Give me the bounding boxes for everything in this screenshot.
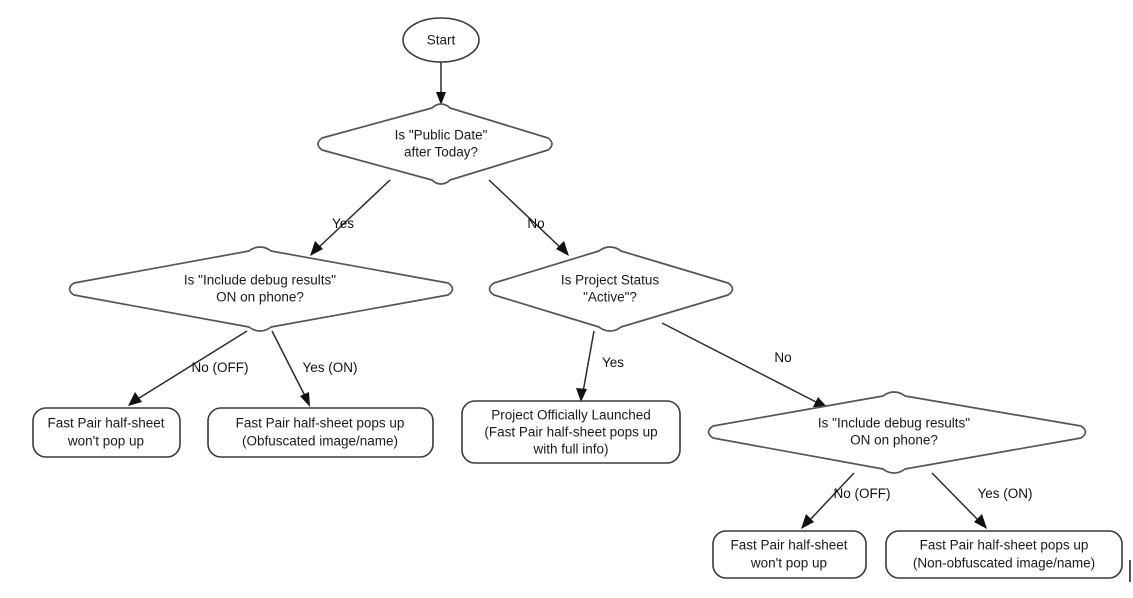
terminal-obfuscated-line-1: Fast Pair half-sheet pops up: [236, 416, 405, 431]
terminal-non-obfuscated-line-2: (Non-obfuscated image/name): [913, 556, 1095, 571]
start-ellipse: [402, 17, 480, 63]
edge-artifact-mark: [1129, 560, 1131, 582]
edge-debug-left-yes: Yes (ON): [271, 330, 358, 407]
project-status-diamond: [488, 246, 734, 332]
edge-label-project-status-no: No: [774, 350, 791, 365]
public-date-diamond: [317, 103, 553, 185]
terminal-non-obfuscated-line-1: Fast Pair half-sheet pops up: [920, 538, 1089, 553]
include-debug-right-line-2: ON on phone?: [850, 433, 938, 448]
terminal-project-launched-line-1: Project Officially Launched: [491, 408, 651, 423]
project-status-line-2: "Active"?: [583, 290, 637, 305]
terminal-no-popup-left-line-2: won't pop up: [67, 434, 144, 449]
terminal-project-launched-line-3: with full info): [532, 442, 608, 457]
terminal-obfuscated-line-2: (Obfuscated image/name): [242, 434, 398, 449]
edge-debug-right-yes: Yes (ON): [931, 472, 1033, 529]
edge-label-debug-right-no: No (OFF): [834, 486, 891, 501]
edge-label-debug-right-yes: Yes (ON): [977, 486, 1032, 501]
edge-project-status-yes: Yes: [576, 330, 624, 402]
terminal-no-popup-right-box: [712, 530, 867, 579]
node-include-debug-right-decision[interactable]: Is "Include debug results" ON on phone?: [707, 391, 1087, 474]
project-status-line-1: Is Project Status: [561, 273, 660, 288]
public-date-line-2: after Today?: [404, 145, 478, 160]
start-label: Start: [427, 33, 456, 48]
public-date-line-1: Is "Public Date": [395, 128, 488, 143]
include-debug-right-diamond: [707, 391, 1087, 474]
terminal-no-popup-left-line-1: Fast Pair half-sheet: [47, 416, 164, 431]
edge-label-public-date-no: No: [527, 216, 544, 231]
node-terminal-no-popup-right[interactable]: Fast Pair half-sheet won't pop up: [712, 530, 867, 579]
terminal-project-launched-line-2: (Fast Pair half-sheet pops up: [484, 425, 657, 440]
node-terminal-non-obfuscated[interactable]: Fast Pair half-sheet pops up (Non-obfusc…: [885, 530, 1123, 579]
edge-debug-right-no: No (OFF): [801, 472, 891, 529]
include-debug-left-diamond: [68, 246, 454, 332]
edge-label-debug-left-no: No (OFF): [192, 360, 249, 375]
terminal-no-popup-right-line-1: Fast Pair half-sheet: [730, 538, 847, 553]
edge-label-project-status-yes: Yes: [602, 355, 624, 370]
include-debug-left-line-2: ON on phone?: [216, 290, 304, 305]
node-include-debug-left-decision[interactable]: Is "Include debug results" ON on phone?: [68, 246, 454, 332]
edge-start-to-public-date: [436, 62, 446, 105]
terminal-no-popup-right-line-2: won't pop up: [750, 556, 827, 571]
terminal-non-obfuscated-box: [885, 530, 1123, 579]
node-public-date-decision[interactable]: Is "Public Date" after Today?: [317, 103, 553, 185]
terminal-no-popup-left-box: [32, 407, 181, 458]
node-terminal-obfuscated[interactable]: Fast Pair half-sheet pops up (Obfuscated…: [207, 407, 434, 458]
terminal-project-launched-box: [461, 400, 681, 464]
edge-label-public-date-yes: Yes: [332, 216, 354, 231]
edge-debug-left-no: No (OFF): [128, 330, 249, 406]
edge-public-date-no: No: [488, 179, 569, 256]
node-project-status-decision[interactable]: Is Project Status "Active"?: [488, 246, 734, 332]
include-debug-right-line-1: Is "Include debug results": [818, 416, 970, 431]
edge-project-status-no: No: [661, 322, 828, 408]
node-start[interactable]: Start: [402, 17, 480, 63]
node-terminal-no-popup-left[interactable]: Fast Pair half-sheet won't pop up: [32, 407, 181, 458]
node-terminal-project-launched[interactable]: Project Officially Launched (Fast Pair h…: [461, 400, 681, 464]
include-debug-left-line-1: Is "Include debug results": [184, 273, 336, 288]
edge-public-date-yes: Yes: [310, 179, 391, 256]
terminal-obfuscated-box: [207, 407, 434, 458]
edge-label-debug-left-yes: Yes (ON): [302, 360, 357, 375]
